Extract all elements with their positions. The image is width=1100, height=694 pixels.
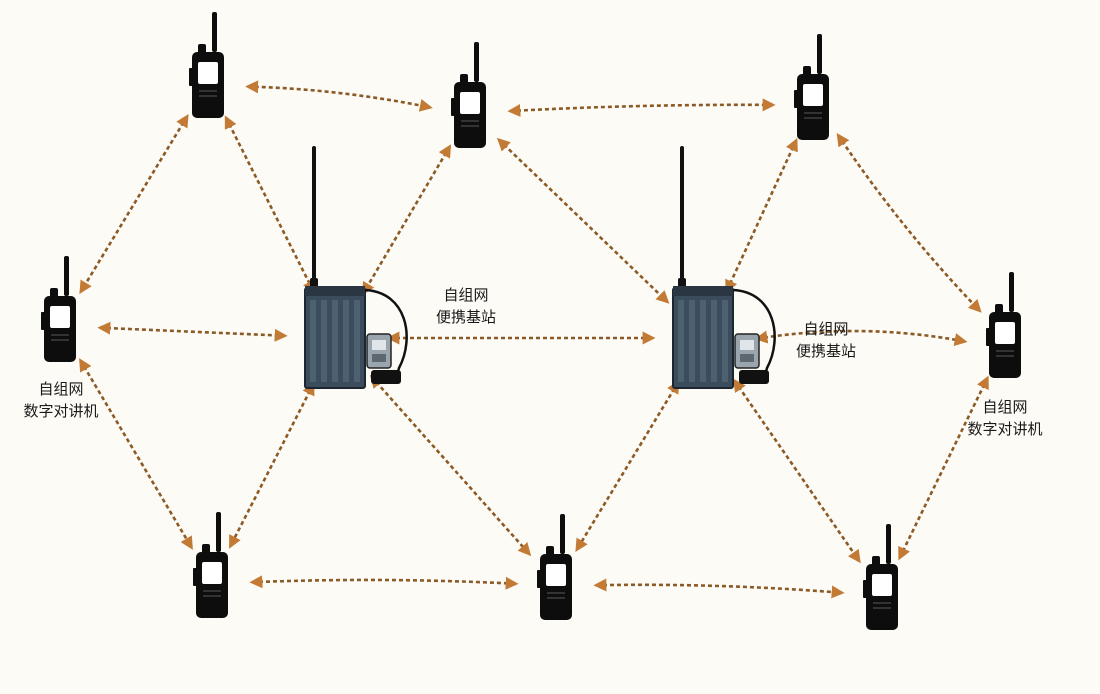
radio-top-right-walkie-talkie-icon [794, 34, 829, 140]
radio-mid-right-walkie-talkie-icon [986, 272, 1021, 378]
link-radio-top-right-radio-mid-right [836, 132, 982, 313]
radio-mid-left-walkie-talkie-icon [41, 256, 76, 362]
link-radio-bottom-left-radio-bottom-mid [249, 575, 519, 590]
radio-mid-right-label-line1: 自组网 [982, 398, 1028, 416]
radio-mid-left-label-line2: 数字对讲机 [23, 402, 99, 420]
link-radio-top-mid-station-right [496, 137, 670, 304]
station-right-label-line2: 便携基站 [795, 342, 856, 360]
station-right-label: 自组网 便携基站 [778, 318, 874, 362]
link-radio-top-left-radio-mid-left [79, 113, 189, 295]
radio-mid-left-label: 自组网 数字对讲机 [6, 378, 116, 422]
nodes-layer [41, 12, 1021, 630]
link-radio-mid-left-radio-bottom-left [79, 358, 193, 550]
radio-mid-right-label: 自组网 数字对讲机 [950, 396, 1060, 440]
radio-bottom-right-walkie-talkie-icon [863, 524, 898, 630]
link-station-right-radio-bottom-right [733, 378, 861, 564]
station-left-label-line2: 便携基站 [435, 308, 496, 326]
link-station-right-radio-mid-right [754, 329, 968, 346]
link-radio-mid-right-radio-bottom-right [898, 375, 989, 561]
link-station-left-radio-bottom-left [229, 381, 315, 549]
link-radio-top-left-radio-top-mid [245, 80, 433, 112]
radio-top-left-walkie-talkie-icon [189, 12, 224, 118]
station-left-base-station-icon [304, 146, 408, 389]
link-station-left-radio-bottom-mid [369, 374, 532, 557]
link-radio-top-mid-radio-top-right [507, 98, 776, 117]
link-radio-mid-left-station-left [97, 321, 288, 342]
link-radio-top-right-station-right [725, 137, 798, 294]
station-left-label-line1: 自组网 [443, 286, 489, 304]
station-right-base-station-icon [672, 146, 776, 389]
links-layer [79, 80, 989, 599]
station-left-label: 自组网 便携基站 [418, 284, 514, 328]
radio-bottom-mid-walkie-talkie-icon [537, 514, 572, 620]
radio-mid-left-label-line1: 自组网 [38, 380, 84, 398]
station-right-label-line1: 自组网 [803, 320, 849, 338]
link-radio-top-left-station-left [224, 115, 315, 294]
link-radio-top-mid-station-left [362, 144, 452, 296]
link-station-right-radio-bottom-mid [575, 380, 680, 553]
link-radio-bottom-mid-radio-bottom-right [593, 578, 845, 599]
radio-bottom-left-walkie-talkie-icon [193, 512, 228, 618]
radio-mid-right-label-line2: 数字对讲机 [967, 420, 1043, 438]
radio-top-mid-walkie-talkie-icon [451, 42, 486, 148]
